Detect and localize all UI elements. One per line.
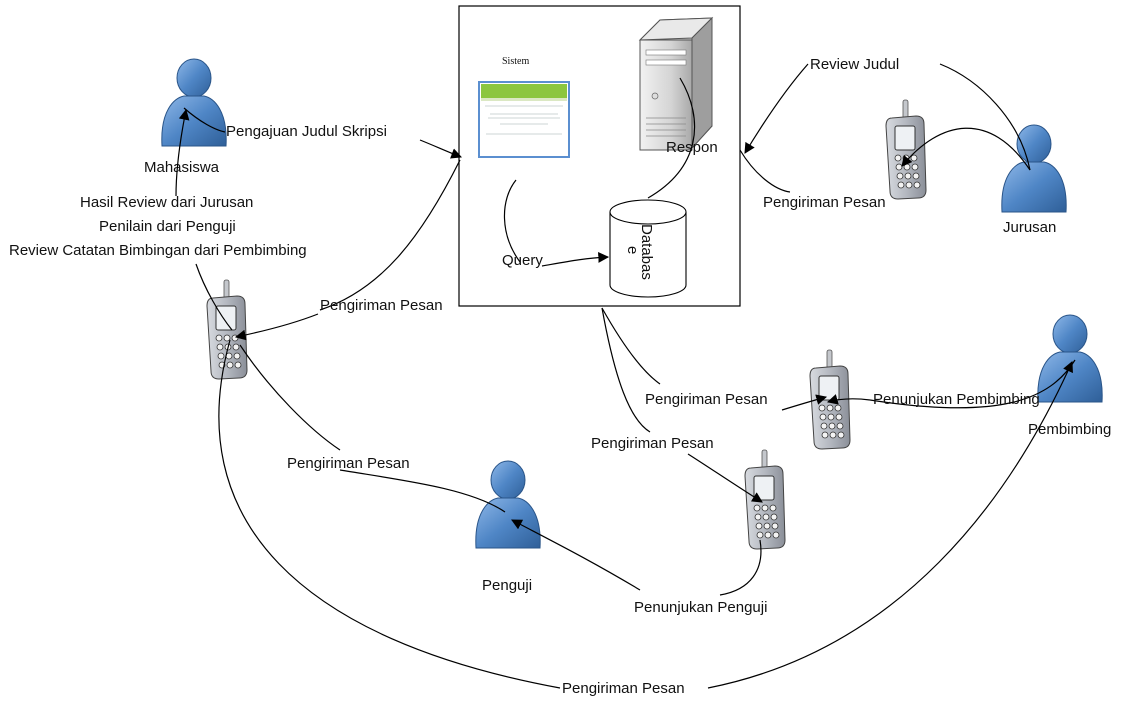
pesan-mahasiswa-arrow (234, 313, 319, 341)
review-to-phone-link (195, 263, 233, 331)
query-label: Query (502, 252, 543, 269)
hasil-review-line1: Hasil Review dari Jurusan (80, 194, 253, 211)
penguji-label: Penguji (482, 577, 532, 594)
pesan-penguji-label: Pengiriman Pesan (287, 455, 410, 472)
pesan-penguji-phone-curve (601, 307, 651, 433)
server-icon (638, 16, 714, 151)
mahasiswa-actor-icon (161, 58, 227, 147)
pesan-pembimbing-label: Pengiriman Pesan (645, 391, 768, 408)
penunjukan-pembimbing-label: Penunjukan Pembimbing (873, 391, 1040, 408)
pesan-penguji-curve (339, 469, 506, 513)
penguji-actor-icon (475, 460, 541, 549)
pesan-penguji-curve-top (239, 344, 341, 451)
pesan-pembimbing-arrow (781, 394, 828, 411)
mahasiswa-label: Mahasiswa (144, 159, 220, 176)
hasil-review-line3: Review Catatan Bimbingan dari Pembimbing (9, 242, 307, 259)
pesan-jurusan-curve (739, 149, 791, 193)
pengajuan-label: Pengajuan Judul Skripsi (226, 123, 387, 140)
pembimbing-actor-icon (1037, 314, 1103, 403)
pengajuan-arrow (419, 139, 463, 159)
penunjukan-penguji-label: Penunjukan Penguji (634, 599, 767, 616)
review-judul-arrow (744, 63, 809, 154)
mahasiswa-phone-icon (206, 279, 248, 380)
pesan-penguji-phone-arrow (687, 453, 763, 503)
pembimbing-label: Pembimbing (1028, 421, 1111, 438)
hasil-review-line2: Penilain dari Penguji (99, 218, 236, 235)
response-label: Respon (666, 139, 718, 156)
penunjukan-pembimbing-curve (869, 359, 1076, 409)
jurusan-label: Jurusan (1003, 219, 1056, 236)
database-label: Databas (638, 224, 655, 280)
database-cylinder: Databas e (609, 199, 687, 298)
penguji-phone-icon (744, 449, 786, 550)
penunjukan-penguji-arrow (511, 519, 641, 591)
pesan-bottom-right-curve (707, 361, 1073, 689)
hasil-review-arrow (175, 108, 190, 197)
review-judul-curve (939, 63, 1031, 171)
pesan-mahasiswa-curve (319, 159, 461, 311)
pesan-pembimbing-curve (601, 307, 661, 385)
pesan-jurusan-label: Pengiriman Pesan (763, 194, 886, 211)
pesan-bottom-left-curve (218, 339, 561, 689)
jurusan-phone-icon (885, 99, 927, 200)
query-curve (503, 179, 521, 263)
penunjukan-penguji-curve-top (719, 539, 762, 596)
query-arrow (541, 252, 610, 267)
review-judul-label: Review Judul (810, 56, 899, 73)
database-label-cont: e (624, 246, 641, 254)
system-title: Sistem (502, 56, 529, 67)
jurusan-phone-arrow (901, 127, 1031, 171)
pesan-mahasiswa-label: Pengiriman Pesan (320, 297, 443, 314)
web-app-thumbnail (478, 81, 570, 158)
pesan-bottom-label: Pengiriman Pesan (562, 680, 685, 697)
penunjukan-pembimbing-arrow (826, 394, 871, 405)
response-curve (647, 77, 696, 199)
pesan-penguji-phone-label: Pengiriman Pesan (591, 435, 714, 452)
jurusan-actor-icon (1001, 124, 1067, 213)
